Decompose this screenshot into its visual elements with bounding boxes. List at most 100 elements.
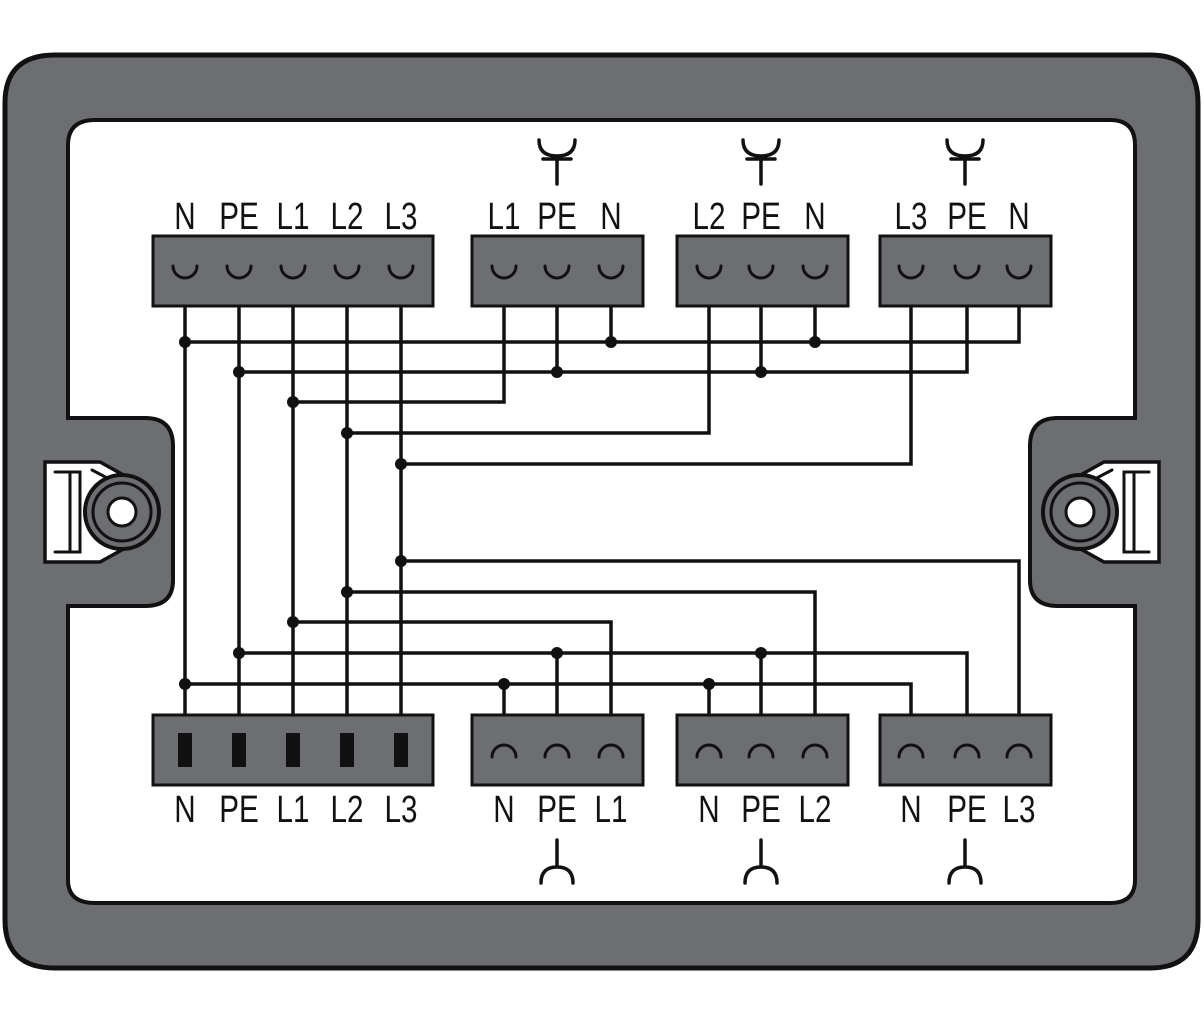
bottom-symbols	[539, 838, 983, 885]
wire-l1-bottom	[291, 620, 613, 747]
top-symbols	[537, 138, 985, 186]
junction-dot	[551, 647, 563, 659]
junction-dot	[179, 336, 191, 348]
socket-contact	[171, 264, 199, 280]
wire-l3-bottom	[399, 559, 1021, 747]
terminal-label: L1	[595, 789, 628, 831]
mounting-tab-left	[43, 460, 161, 564]
plug-icon	[539, 838, 575, 885]
wire-l2-bottom	[345, 590, 817, 747]
junction-dot	[755, 647, 767, 659]
socket-contact	[225, 264, 253, 280]
socket-contact	[747, 264, 775, 280]
inner-panel	[66, 118, 1137, 905]
socket-contact	[387, 264, 415, 280]
plug-icon	[947, 838, 983, 885]
wire-l1-top	[291, 278, 506, 404]
terminal-label: N	[804, 196, 825, 238]
bottom-connectors	[151, 713, 1053, 787]
terminal-label: N	[600, 196, 621, 238]
terminal-label: N	[174, 196, 195, 238]
socket-contact	[695, 743, 723, 759]
mounting-hole-ring	[91, 481, 153, 543]
terminal-label: PE	[741, 196, 781, 238]
top-pin-contacts	[171, 264, 1033, 280]
connector-block-top-input	[151, 234, 435, 308]
mounting-hole-center	[106, 496, 138, 528]
terminal-label: L2	[331, 789, 364, 831]
junction-dot	[341, 586, 353, 598]
socket-icon	[537, 138, 577, 186]
connector-block-bottom-out-l2	[675, 713, 850, 787]
socket-contact	[801, 264, 829, 280]
terminal-label: L2	[331, 196, 364, 238]
top-labels: N PE L1 L2 L3 L1 PE N L2 PE N L3 PE N	[174, 196, 1029, 238]
junction-dot	[395, 555, 407, 567]
junction-dot	[551, 366, 563, 378]
socket-icon	[945, 138, 985, 186]
wire-l2-top	[345, 278, 711, 435]
terminal-label: L2	[799, 789, 832, 831]
socket-icon	[741, 138, 781, 186]
terminal-label: N	[174, 789, 195, 831]
wire-pe-top	[237, 278, 969, 374]
socket-contact	[543, 743, 571, 759]
junction-dot	[179, 678, 191, 690]
terminal-label: N	[900, 789, 921, 831]
mounting-hole-ring	[1049, 481, 1111, 543]
plug-contact	[178, 733, 192, 767]
socket-contact	[543, 264, 571, 280]
terminal-label: L3	[895, 196, 928, 238]
junction-dot	[341, 427, 353, 439]
junction-dot	[233, 647, 245, 659]
junctions	[179, 336, 821, 690]
connector-block-top-out-l3	[878, 234, 1053, 308]
terminal-label: PE	[741, 789, 781, 831]
terminal-label: L3	[385, 196, 418, 238]
terminal-label: L3	[1003, 789, 1036, 831]
socket-contact	[333, 264, 361, 280]
socket-contact	[490, 264, 518, 280]
terminal-label: N	[493, 789, 514, 831]
junction-dot	[703, 678, 715, 690]
junction-dot	[809, 336, 821, 348]
junction-dot	[755, 366, 767, 378]
socket-contact	[597, 264, 625, 280]
terminal-label: L1	[277, 196, 310, 238]
socket-contact	[953, 264, 981, 280]
socket-contact	[953, 743, 981, 759]
terminal-label: L3	[385, 789, 418, 831]
plug-contact	[286, 733, 300, 767]
plug-icon	[743, 838, 779, 885]
junction-dot	[498, 678, 510, 690]
terminal-label: L2	[693, 196, 726, 238]
mounting-tab-right	[1041, 460, 1161, 564]
terminal-label: PE	[537, 196, 577, 238]
junction-dot	[287, 616, 299, 628]
socket-contact	[897, 264, 925, 280]
terminal-label: L1	[277, 789, 310, 831]
socket-contact	[490, 743, 518, 759]
connector-block-bottom-out-l1	[470, 713, 645, 787]
plug-contact	[340, 733, 354, 767]
junction-dot	[233, 366, 245, 378]
socket-contact	[695, 264, 723, 280]
terminal-label: PE	[947, 789, 987, 831]
terminal-label: L1	[488, 196, 521, 238]
plug-contact	[394, 733, 408, 767]
terminal-label: PE	[537, 789, 577, 831]
connector-block-bottom-out-l3	[878, 713, 1053, 787]
socket-contact	[747, 743, 775, 759]
socket-contact	[1005, 743, 1033, 759]
connector-block-top-out-l2	[675, 234, 850, 308]
terminal-label: N	[1008, 196, 1029, 238]
terminal-label: PE	[219, 789, 259, 831]
bottom-pin-contacts	[178, 733, 1033, 767]
socket-contact	[279, 264, 307, 280]
plug-contact	[232, 733, 246, 767]
terminal-label: N	[698, 789, 719, 831]
terminal-label: PE	[947, 196, 987, 238]
junction-dot	[605, 336, 617, 348]
top-connectors	[151, 234, 1053, 308]
